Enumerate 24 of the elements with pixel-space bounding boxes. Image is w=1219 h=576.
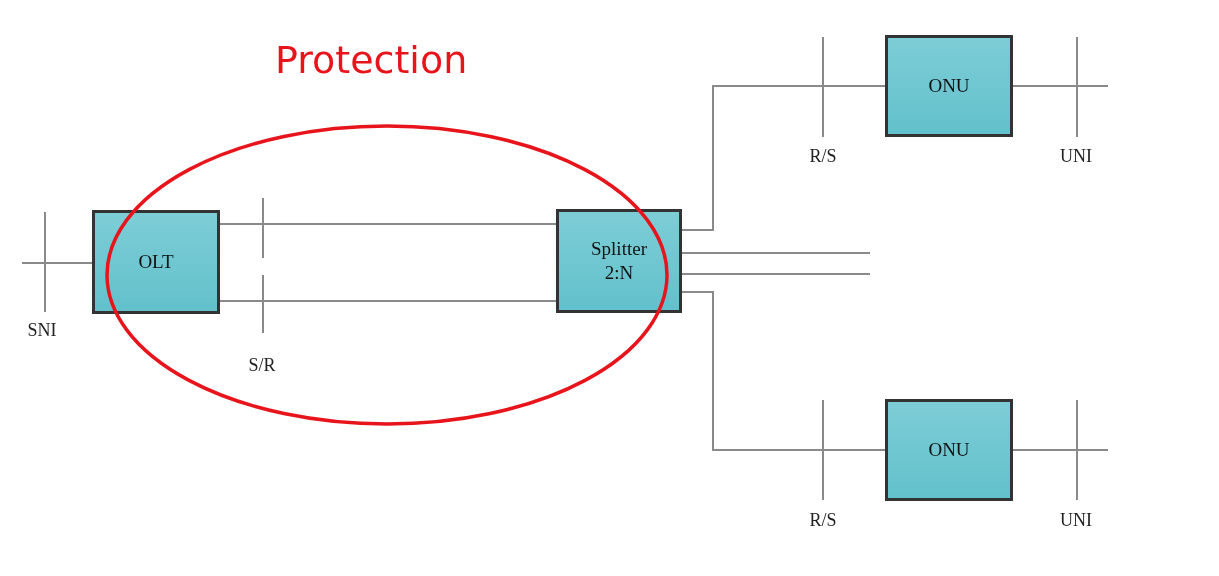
box-label: ONU	[927, 438, 971, 462]
reference-point-label: R/S	[809, 146, 837, 167]
fiber-line	[681, 85, 886, 231]
reference-point-label: S/R	[248, 355, 276, 376]
fiber-line	[1012, 85, 1109, 87]
fiber-line	[681, 252, 871, 254]
network-element-box	[885, 35, 1013, 137]
network-element-box	[92, 210, 220, 314]
box-label: OLT	[137, 250, 175, 274]
reference-point-label: UNI	[1060, 146, 1092, 167]
fiber-line	[1012, 449, 1109, 451]
fiber-line	[219, 300, 557, 302]
reference-point-label: UNI	[1060, 510, 1092, 531]
fiber-line	[681, 273, 871, 275]
reference-point-label: R/S	[809, 510, 837, 531]
fiber-line	[681, 291, 886, 451]
annotation-text: Protection	[275, 38, 468, 82]
box-label: Splitter 2:N	[590, 237, 648, 285]
fiber-line	[219, 223, 557, 225]
network-element-box	[885, 399, 1013, 501]
box-label: ONU	[927, 74, 971, 98]
fiber-line	[21, 262, 93, 264]
network-element-box	[556, 209, 682, 313]
reference-point-label: SNI	[27, 320, 57, 341]
